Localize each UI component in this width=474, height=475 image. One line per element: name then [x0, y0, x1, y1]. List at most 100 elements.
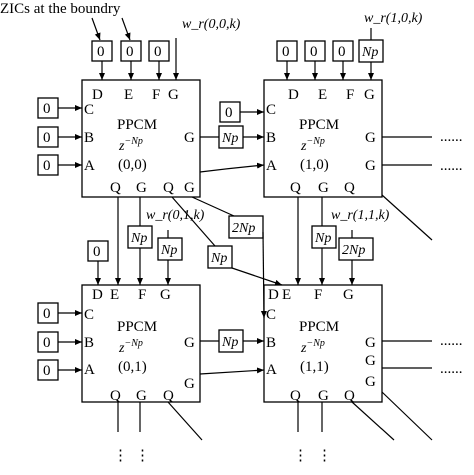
svg-text:0: 0	[338, 44, 346, 60]
port-b: B	[84, 335, 94, 351]
zic-zero-box: 0	[37, 302, 59, 324]
port-a: A	[84, 158, 95, 174]
port-g-right: G	[365, 130, 376, 146]
weight-label-1-0: w_r(1,0,k)	[364, 11, 423, 26]
port-c: C	[84, 102, 94, 118]
module-coord: (1,1)	[300, 359, 329, 375]
weight-label-0-1: w_r(0,1,k)	[146, 208, 205, 223]
port-q-1: Q	[290, 388, 301, 404]
zic-zero-box: 0	[120, 40, 142, 62]
delay-np-box: Np	[127, 225, 153, 249]
delay-exponent: −Np	[306, 136, 324, 147]
module-1-1-labels: D E F G C B A PPCM z−Np (1,1) G G G Q G …	[266, 287, 376, 404]
zic-zero-box: 0	[37, 331, 59, 353]
port-q-1: Q	[290, 180, 301, 196]
delay-2np-box: 2Np	[228, 215, 264, 239]
module-title: PPCM	[117, 319, 157, 335]
module-0-1-labels: D E F G C B A PPCM z−Np (0,1) G G Q G Q	[84, 287, 195, 404]
port-f: F	[152, 87, 160, 103]
svg-text:0: 0	[126, 44, 134, 60]
delay-base: z	[118, 341, 125, 356]
ppcm-module-1-1	[263, 284, 383, 403]
port-f: F	[138, 287, 146, 303]
wires	[58, 17, 433, 441]
svg-text:0: 0	[225, 105, 233, 121]
port-d: D	[92, 87, 103, 103]
module-coord: (0,0)	[118, 157, 147, 173]
module-title: PPCM	[117, 117, 157, 133]
delay-label: z−Np	[118, 338, 143, 356]
port-q-1: Q	[110, 180, 121, 196]
port-g-top: G	[343, 287, 354, 303]
port-f: F	[314, 287, 322, 303]
port-q-2: Q	[163, 180, 174, 196]
svg-text:0: 0	[97, 44, 105, 60]
delay-label: z−Np	[300, 338, 325, 356]
zic-zero-box: 0	[332, 40, 354, 62]
delay-base: z	[300, 139, 307, 154]
svg-text:0: 0	[43, 363, 51, 379]
port-d: D	[288, 87, 299, 103]
delay-label: z−Np	[118, 136, 143, 154]
vertical-continuation-dots: ⋮	[135, 448, 150, 464]
delay-np-box: Np	[218, 329, 244, 353]
continuation-dots: ......	[440, 361, 463, 377]
port-g-right: G	[365, 335, 376, 351]
delay-exponent: −Np	[306, 338, 324, 349]
port-e: E	[110, 287, 119, 303]
module-coord: (1,0)	[300, 157, 329, 173]
zic-zero-box: 0	[37, 154, 59, 176]
delay-np-box: Np	[311, 225, 337, 249]
port-b: B	[266, 335, 276, 351]
port-q-2: Q	[344, 388, 355, 404]
port-g-right-2: G	[184, 180, 195, 196]
port-g-top: G	[160, 287, 171, 303]
port-d: D	[268, 287, 279, 303]
port-f: F	[346, 87, 354, 103]
zic-zero-box: 0	[276, 40, 298, 62]
continuation-dots: ......	[440, 333, 463, 349]
svg-text:0: 0	[43, 306, 51, 322]
port-q-2: Q	[163, 388, 174, 404]
zic-zero-box: 0	[37, 97, 59, 119]
svg-text:Np: Np	[361, 45, 378, 60]
delay-np-box: Np	[207, 245, 233, 269]
svg-text:0: 0	[43, 101, 51, 117]
port-q-1: Q	[110, 388, 121, 404]
port-g-right-3: G	[365, 374, 376, 390]
port-g-bottom: G	[136, 180, 147, 196]
port-a: A	[266, 362, 277, 378]
svg-text:Np: Np	[130, 231, 147, 246]
svg-text:Np: Np	[160, 243, 177, 258]
delay-exponent: −Np	[124, 338, 142, 349]
vertical-continuation-dots: ⋮	[317, 448, 332, 464]
svg-text:0: 0	[154, 44, 162, 60]
ppcm-module-0-0	[81, 79, 201, 198]
ppcm-module-0-1	[81, 284, 201, 403]
svg-text:2Np: 2Np	[232, 221, 255, 236]
module-1-0-labels: D E F G C B A PPCM z−Np (1,0) G G Q G Q	[266, 87, 376, 196]
zic-zero-box: 0	[219, 101, 241, 123]
port-g-right: G	[184, 130, 195, 146]
port-g-bottom: G	[136, 388, 147, 404]
svg-text:0: 0	[43, 158, 51, 174]
port-b: B	[266, 130, 276, 146]
port-g-top: G	[168, 87, 179, 103]
port-c: C	[266, 307, 276, 323]
port-g-right-2: G	[365, 158, 376, 174]
svg-text:2Np: 2Np	[342, 243, 365, 258]
delay-base: z	[118, 139, 125, 154]
weight-label-0-0: w_r(0,0,k)	[182, 17, 241, 32]
svg-text:Np: Np	[221, 131, 238, 146]
weight-label-1-1: w_r(1,1,k)	[331, 208, 390, 223]
svg-text:0: 0	[93, 244, 101, 260]
port-g-right-2: G	[365, 353, 376, 369]
zic-zero-box: 0	[304, 40, 326, 62]
delay-2np-box: 2Np	[338, 237, 374, 261]
module-0-0-labels: D E F G C B A PPCM z−Np (0,0) G Q G Q G	[84, 87, 195, 196]
zic-zero-box: 0	[37, 126, 59, 148]
svg-text:Np: Np	[210, 251, 227, 266]
port-e: E	[124, 87, 133, 103]
port-a: A	[266, 158, 277, 174]
svg-text:Np: Np	[314, 231, 331, 246]
